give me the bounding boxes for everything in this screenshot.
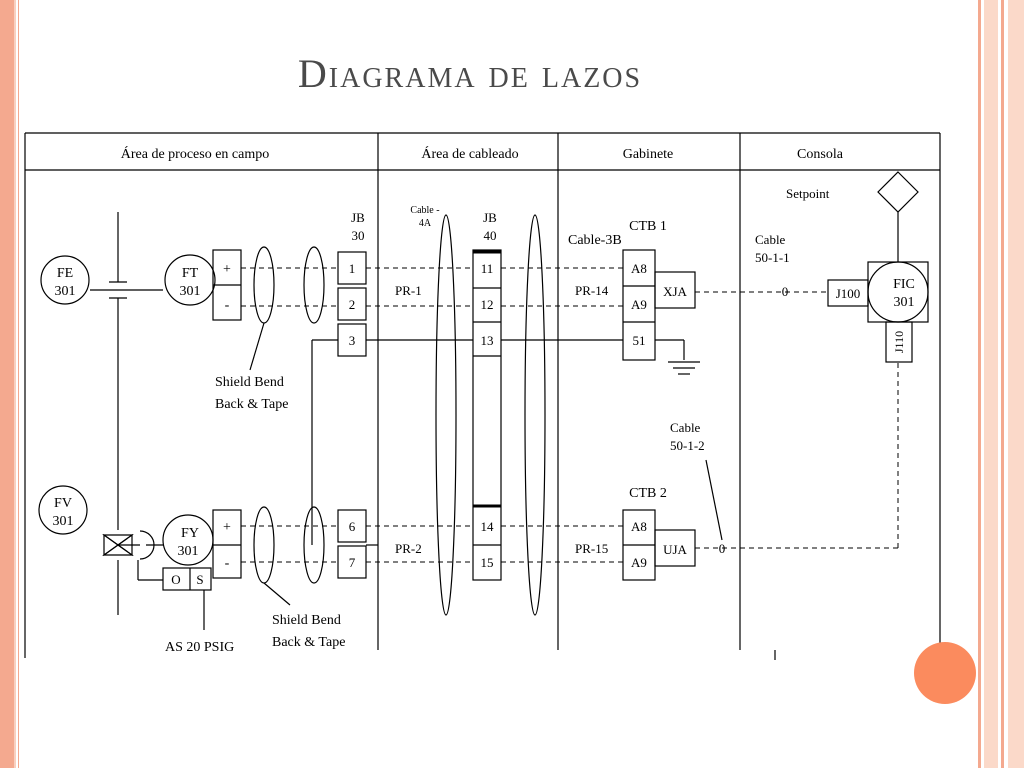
cable4a-number: 4A xyxy=(419,218,432,229)
jb30-terminal: 7 xyxy=(349,555,356,570)
ft-tag: FT xyxy=(182,266,199,281)
header-consola: Consola xyxy=(797,147,844,162)
jb30-label: JB xyxy=(351,210,365,225)
cable5011-label: Cable xyxy=(755,232,786,247)
slide-decor-dot xyxy=(914,642,976,704)
ctb2-label: CTB 2 xyxy=(629,486,667,501)
shield-note-top: Shield Bend xyxy=(215,375,284,390)
fy-tag: FY xyxy=(181,526,199,541)
pr15-label: PR-15 xyxy=(575,541,608,556)
cable5012-number: 50-1-2 xyxy=(670,438,705,453)
fy-number: 301 xyxy=(178,544,199,559)
cable5011-marker: 0 xyxy=(782,284,789,299)
cable4a-label: Cable - xyxy=(410,205,439,216)
header-gabinete: Gabinete xyxy=(623,147,674,162)
shield-note-bottom: Back & Tape xyxy=(272,635,345,650)
jb30-terminal: 3 xyxy=(349,333,356,348)
left-decor-line xyxy=(14,0,16,768)
ft-number: 301 xyxy=(180,284,201,299)
jb30-terminal: 2 xyxy=(349,297,356,312)
jb40-terminal: 13 xyxy=(481,333,494,348)
s-port: S xyxy=(196,572,203,587)
jb40-terminal: 11 xyxy=(481,261,494,276)
jb40-terminal: 12 xyxy=(481,297,494,312)
jb40-label: JB xyxy=(483,210,497,225)
jb40-terminal: 14 xyxy=(481,519,495,534)
jb30-number: 30 xyxy=(352,228,365,243)
fe-number: 301 xyxy=(55,284,76,299)
uja-label: UJA xyxy=(663,542,687,557)
cable5012-marker: 0 xyxy=(719,541,726,556)
header-campo: Área de proceso en campo xyxy=(121,145,269,162)
cable5012-label: Cable xyxy=(670,420,701,435)
ctb1-label: CTB 1 xyxy=(629,219,667,234)
header-cableado: Área de cableado xyxy=(421,145,518,162)
jb30-terminal: 1 xyxy=(349,261,356,276)
fic-tag: FIC xyxy=(893,277,915,292)
right-decor-line xyxy=(978,0,981,768)
ctb1-terminal: A8 xyxy=(631,261,647,276)
j110-label: J110 xyxy=(892,331,906,353)
jb40-number: 40 xyxy=(484,228,497,243)
air-supply-label: AS 20 PSIG xyxy=(165,640,234,655)
fv-tag: FV xyxy=(54,496,72,511)
left-decor-line xyxy=(18,0,19,768)
fy-plus-terminal: + xyxy=(223,520,231,535)
ft-plus-terminal: + xyxy=(223,262,231,277)
pr1-label: PR-1 xyxy=(395,283,422,298)
ctb2-terminal: A8 xyxy=(631,519,647,534)
fic-number: 301 xyxy=(894,295,915,310)
shield-note-top: Back & Tape xyxy=(215,397,288,412)
right-decor-line xyxy=(1001,0,1004,768)
o-port: O xyxy=(171,572,180,587)
fe-tag: FE xyxy=(57,266,73,281)
setpoint-label: Setpoint xyxy=(786,186,830,201)
slide-title: Diagrama de lazos xyxy=(297,51,643,96)
jb40-terminal: 15 xyxy=(481,555,494,570)
ctb2-terminal: A9 xyxy=(631,555,647,570)
xja-label: XJA xyxy=(663,284,687,299)
cable5011-number: 50-1-1 xyxy=(755,250,790,265)
ft-minus-terminal: - xyxy=(225,298,230,313)
ctb1-terminal: 51 xyxy=(633,333,646,348)
fy-minus-terminal: - xyxy=(225,556,230,571)
pr2-label: PR-2 xyxy=(395,541,422,556)
ctb1-terminal: A9 xyxy=(631,297,647,312)
right-decor-band xyxy=(984,0,998,768)
fv-number: 301 xyxy=(53,514,74,529)
j100-label: J100 xyxy=(836,286,861,301)
left-decor-bar xyxy=(0,0,14,768)
cable3b-label: Cable-3B xyxy=(568,233,622,248)
pr14-label: PR-14 xyxy=(575,283,609,298)
right-decor-band xyxy=(1008,0,1024,768)
shield-note-bottom: Shield Bend xyxy=(272,613,341,628)
loop-diagram: Área de proceso en campo Área de cablead… xyxy=(24,132,941,660)
jb30-terminal: 6 xyxy=(349,519,356,534)
